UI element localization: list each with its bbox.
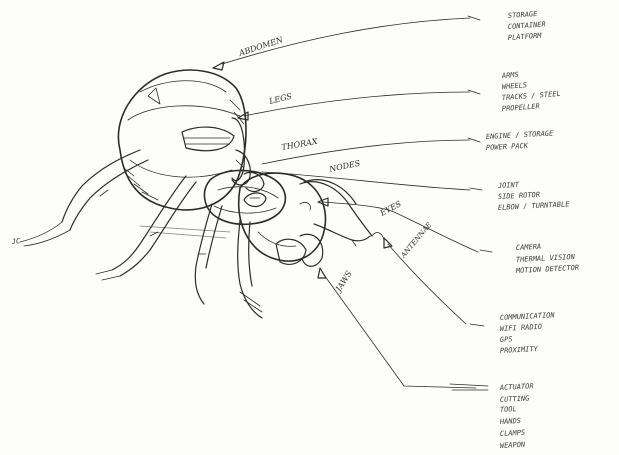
note-nodes-2: SIDE ROTOR	[498, 191, 541, 201]
note-legs-2: WHEELS	[502, 81, 528, 91]
ant-abdomen-shape	[118, 70, 246, 210]
artist-signature: JC	[10, 237, 21, 246]
label-nodes: NODES	[328, 159, 362, 175]
ant-legs-shape	[20, 150, 262, 318]
note-thorax-2: POWER PACK	[486, 142, 529, 152]
note-legs-4: PROPELLER	[502, 102, 540, 113]
label-eyes: EYES	[378, 199, 403, 218]
label-abdomen: ABDOMEN	[237, 35, 285, 58]
ant-illustration	[20, 70, 384, 318]
note-jaws-1: ACTUATOR	[499, 382, 534, 392]
ant-antennae-shape	[300, 180, 384, 246]
label-antennae: ANTENNAE	[399, 221, 434, 260]
callout-notes: STORAGE CONTAINER PLATFORM ARMS WHEELS T…	[486, 10, 580, 450]
note-antennae-4: PROXIMITY	[500, 345, 539, 355]
note-eyes-1: CAMERA	[516, 243, 542, 252]
label-legs: LEGS	[267, 92, 293, 107]
notes-eyes: CAMERA THERMAL VISION MOTION DETECTOR	[515, 243, 580, 275]
note-abdomen-3: PLATFORM	[508, 32, 543, 42]
note-nodes-1: JOINT	[497, 181, 520, 190]
ant-thorax-shape	[204, 170, 285, 224]
note-legs-3: TRACKS / STEEL	[502, 90, 561, 102]
note-nodes-3: ELBOW / TURNTABLE	[498, 200, 571, 212]
notes-jaws: ACTUATOR CUTTING TOOL HANDS CLAMPS WEAPO…	[499, 382, 534, 450]
note-jaws-4: HANDS	[499, 417, 521, 426]
notes-abdomen: STORAGE CONTAINER PLATFORM	[508, 10, 546, 42]
antennae-leader	[388, 244, 466, 324]
leader-lines	[213, 16, 492, 390]
note-legs-1: ARMS	[501, 71, 519, 80]
note-antennae-1: COMMUNICATION	[500, 311, 556, 322]
jaws-leader	[322, 272, 476, 388]
note-jaws-6: WEAPON	[500, 441, 526, 450]
abdomen-leader	[222, 18, 470, 64]
notes-nodes: JOINT SIDE ROTOR ELBOW / TURNTABLE	[497, 181, 571, 212]
note-abdomen-2: CONTAINER	[508, 20, 546, 31]
notes-antennae: COMMUNICATION WIFI RADIO GPS PROXIMITY	[500, 311, 556, 355]
ant-eye-shape	[244, 193, 266, 207]
note-abdomen-1: STORAGE	[508, 10, 539, 20]
note-eyes-3: MOTION DETECTOR	[515, 264, 580, 275]
label-jaws: JAWS	[333, 269, 354, 295]
label-thorax: THORAX	[281, 137, 319, 152]
notes-thorax: ENGINE / STORAGE POWER PACK	[486, 129, 555, 152]
note-eyes-2: THERMAL VISION	[516, 253, 576, 264]
note-antennae-2: WIFI RADIO	[500, 323, 543, 333]
note-jaws-2: CUTTING	[500, 394, 531, 404]
notes-legs: ARMS WHEELS TRACKS / STEEL PROPELLER	[501, 71, 561, 113]
note-thorax-1: ENGINE / STORAGE	[486, 129, 555, 141]
note-jaws-3: TOOL	[500, 405, 517, 414]
note-antennae-3: GPS	[500, 335, 513, 344]
note-jaws-5: CLAMPS	[500, 429, 526, 438]
eyes-leader	[322, 202, 478, 252]
